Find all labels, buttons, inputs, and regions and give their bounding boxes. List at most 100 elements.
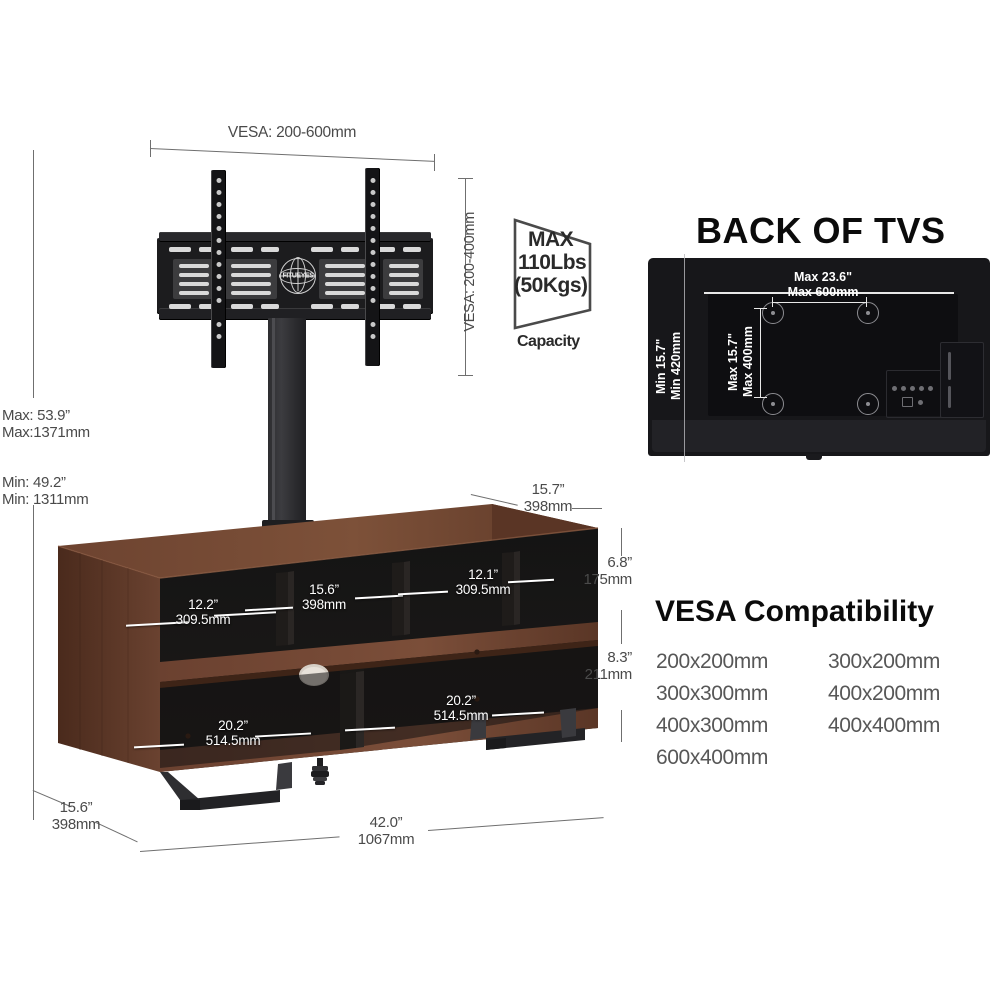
dim-line-seg <box>621 612 622 644</box>
width-leader-right <box>428 817 604 831</box>
inner-dim-compartment-5: 20.2” 514.5mm <box>406 693 516 724</box>
vesa-height-label: VESA: 200-400mm <box>462 212 478 332</box>
rail-hole <box>370 322 375 327</box>
bracket-slot <box>389 264 419 268</box>
tv-mount-bracket: FITUEYES <box>155 168 435 368</box>
rail-hole <box>370 286 375 291</box>
tv-width-mm: Max 600mm <box>787 284 859 299</box>
back-of-tvs-heading: BACK OF TVS <box>696 210 946 251</box>
overall-width-label: 42.0” 1067mm <box>334 814 438 849</box>
tv-height-mm: Max 400mm <box>740 326 755 398</box>
bracket-slot <box>373 304 395 309</box>
vesa-compatibility-heading: VESA Compatibility <box>655 595 934 628</box>
bracket-slot <box>261 304 279 309</box>
tv-vesa-width-line <box>772 302 867 304</box>
bracket-slot <box>341 304 359 309</box>
dim-mm: 514.5mm <box>205 732 261 748</box>
vesa-row: 300x300mm 400x200mm <box>656 678 1000 710</box>
leveling-foot-shape <box>311 758 329 785</box>
rail-hole <box>216 178 221 183</box>
bracket-vertical-rail-right <box>365 168 380 366</box>
capacity-badge-shape <box>513 218 592 330</box>
bracket-slot <box>403 247 421 252</box>
bracket-slot <box>341 247 359 252</box>
dim-line-seg <box>621 710 622 742</box>
vesa-row: 600x400mm <box>656 742 1000 774</box>
tv-vesa-width-tick-r <box>866 297 868 307</box>
rail-hole <box>370 214 375 219</box>
vesa-hole-top-right <box>857 302 879 324</box>
vesa-width-dimension <box>149 136 445 172</box>
bracket-slot <box>179 273 209 277</box>
rail-hole <box>216 262 221 267</box>
height-min-mm: Min: 1311mm <box>2 490 89 508</box>
rail-hole <box>216 214 221 219</box>
dim-inches: 42.0” <box>369 814 403 831</box>
tv-side-slot <box>948 386 951 408</box>
tv-side-slot <box>948 352 951 380</box>
bracket-slot <box>231 247 253 252</box>
tv-width-label: Max 23.6" Max 600mm <box>768 270 878 300</box>
rail-hole <box>370 178 375 183</box>
bracket-slot <box>179 264 209 268</box>
dim-tick-top <box>458 178 473 179</box>
lower-shelf-height-label: 8.3” 211mm <box>578 649 633 684</box>
port-square <box>902 397 913 407</box>
bracket-slot <box>231 282 271 286</box>
bracket-slot <box>389 291 419 295</box>
rail-hole <box>370 274 375 279</box>
bracket-bottom-lip <box>159 308 431 320</box>
dim-tick-bottom <box>458 375 473 376</box>
bracket-slot <box>325 282 365 286</box>
tv-width-inches: Max 23.6" <box>793 270 853 284</box>
dim-line <box>465 178 466 376</box>
bracket-slot <box>325 273 365 277</box>
height-max-inches: Max: 53.9” <box>2 407 70 424</box>
height-min-label: Min: 49.2” Min: 1311mm <box>2 474 89 509</box>
port-dot <box>901 386 906 391</box>
dim-mm: 398mm <box>301 596 346 612</box>
tv-stand-nub <box>806 454 822 460</box>
pole-highlight <box>272 318 275 526</box>
bracket-slot <box>231 304 253 309</box>
bracket-slot <box>169 247 191 252</box>
vesa-hole-bottom-left <box>762 393 784 415</box>
brand-name: FITUEYES <box>282 272 314 280</box>
inner-dim-compartment-1: 12.2” 309.5mm <box>148 597 258 628</box>
dim-inches: 12.2” <box>188 597 218 612</box>
bracket-slot <box>231 264 271 268</box>
tv-back-illustration: Max 23.6" Max 600mm Max 15.7" Max 400mm … <box>648 254 990 462</box>
height-max-label: Max: 53.9” Max:1371mm <box>2 407 90 442</box>
vesa-compatibility-list: 200x200mm 300x200mm 300x300mm 400x200mm … <box>656 646 1000 774</box>
width-leader-left <box>140 836 340 852</box>
capacity-max-label: MAX <box>528 228 574 251</box>
dim-mm: 514.5mm <box>433 707 489 723</box>
tv-vesa-height-tick-t <box>754 308 767 310</box>
dim-inches: 12.1” <box>468 567 498 582</box>
tv-height-inches: Max 15.7" <box>726 332 740 392</box>
bracket-slot <box>373 247 395 252</box>
tv-lower-bezel <box>652 420 986 452</box>
globe-ellipse <box>290 257 306 294</box>
rail-hole <box>370 250 375 255</box>
rail-hole <box>216 202 221 207</box>
lower-shelf-height-dim <box>612 612 630 742</box>
port-dot <box>919 386 924 391</box>
bracket-slot <box>231 291 271 295</box>
bracket-slot <box>179 291 209 295</box>
tv-side-panel <box>940 342 984 418</box>
dim-inches: 20.2” <box>218 718 248 733</box>
bracket-slot <box>179 282 209 286</box>
vesa-size: 400x300mm <box>656 713 768 737</box>
rail-hole <box>216 190 221 195</box>
rail-hole <box>216 322 221 327</box>
dim-mm: 309.5mm <box>455 581 511 597</box>
bracket-slot <box>169 304 191 309</box>
upper-shelf-height-label: 6.8” 175mm <box>578 554 632 589</box>
globe-ellipse <box>279 268 316 284</box>
rail-hole <box>370 202 375 207</box>
dim-tick-right <box>434 154 435 171</box>
dim-inches: 20.2” <box>446 693 476 708</box>
port-dot <box>910 386 915 391</box>
